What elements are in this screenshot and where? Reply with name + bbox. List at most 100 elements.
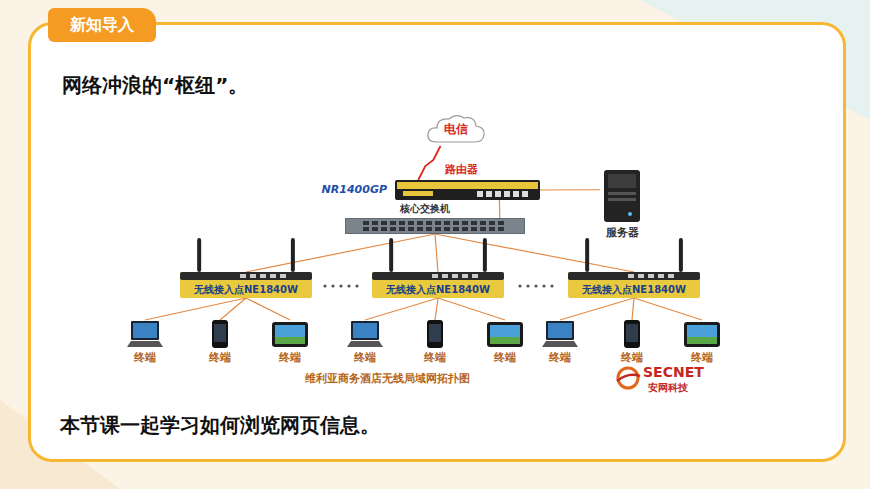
- brand-name-cn: 安网科技: [648, 381, 688, 395]
- connector: [499, 200, 500, 218]
- ap-antennas: [568, 236, 700, 272]
- antenna: [291, 238, 295, 272]
- ap-port: [472, 274, 478, 278]
- antenna: [585, 238, 589, 272]
- connector-line: [560, 298, 634, 320]
- terminal-device: 终端: [123, 320, 167, 348]
- connector-line: [634, 298, 702, 320]
- connector-line: [246, 298, 290, 320]
- switch-port: [489, 227, 495, 231]
- brand-name: SECNET: [643, 364, 704, 380]
- router-port: [486, 191, 492, 197]
- switch-port: [390, 227, 396, 231]
- ap-case: [372, 272, 504, 298]
- tablet-screen: [275, 325, 305, 344]
- ap-port: [648, 274, 654, 278]
- phone-screen: [429, 324, 441, 342]
- slide-title: 网络冲浪的“枢纽”。: [62, 72, 248, 99]
- connector-line: [145, 298, 246, 320]
- ap-port: [638, 274, 644, 278]
- switch-port: [453, 227, 459, 231]
- node-label: 服务器: [606, 226, 639, 240]
- connector-line: [435, 298, 438, 320]
- switch-port: [363, 221, 369, 225]
- antenna: [197, 238, 201, 272]
- server-bay: [608, 198, 636, 201]
- terminal-device: 终端: [343, 320, 387, 348]
- terminal-device: 终端: [538, 320, 582, 348]
- connector: [246, 234, 435, 272]
- switch-port: [435, 227, 441, 231]
- ap-antennas: [372, 236, 504, 272]
- router-port: [513, 191, 519, 197]
- ap-port: [260, 274, 266, 278]
- dot: [323, 284, 326, 287]
- tablet-case: [487, 322, 523, 347]
- tablet-grass: [687, 337, 717, 344]
- connector-line: [220, 298, 246, 320]
- dot: [347, 284, 350, 287]
- isp-cloud: 电信: [425, 112, 487, 146]
- wireless-access-point: 无线接入点NE1840W: [568, 272, 700, 298]
- ap-port: [432, 274, 438, 278]
- ap-case: [568, 272, 700, 298]
- connector: [634, 298, 702, 320]
- phone-screen: [214, 324, 226, 342]
- node-label: 终端: [134, 351, 156, 365]
- router-top-strip: [397, 182, 538, 189]
- switch-port: [426, 221, 432, 225]
- terminal-device: 终端: [413, 320, 457, 348]
- laptop-display: [133, 323, 157, 338]
- terminal-icon: [538, 320, 582, 348]
- terminal-icon: [610, 320, 654, 348]
- connector-line: [435, 234, 438, 272]
- router-badge: [403, 191, 433, 196]
- router-port: [504, 191, 510, 197]
- connector-line: [418, 146, 440, 180]
- dot: [550, 284, 553, 287]
- tablet-screen: [687, 325, 717, 344]
- switch-port: [453, 221, 459, 225]
- logo-swoosh: [617, 375, 640, 381]
- antenna: [389, 238, 393, 272]
- node-label: 核心交换机: [400, 203, 450, 215]
- node-label: 终端: [354, 351, 376, 365]
- dot: [518, 284, 521, 287]
- terminal-device: 终端: [680, 320, 724, 348]
- switch-port: [426, 227, 432, 231]
- ap-port: [452, 274, 458, 278]
- node-label: 终端: [621, 351, 643, 365]
- connector-line: [438, 298, 505, 320]
- switch-port: [498, 221, 504, 225]
- terminal-device: 终端: [198, 320, 242, 348]
- ap-port: [280, 274, 286, 278]
- diagram-subtitle: 维利亚商务酒店无线局域网拓扑图: [305, 371, 470, 386]
- switch-port: [471, 221, 477, 225]
- terminal-icon: [268, 320, 312, 348]
- terminal-device: 终端: [268, 320, 312, 348]
- laptop-display: [548, 323, 572, 338]
- switch-port: [372, 221, 378, 225]
- terminal-icon: [343, 320, 387, 348]
- router-port: [522, 191, 528, 197]
- ap-port: [668, 274, 674, 278]
- router-body: [395, 180, 540, 200]
- switch-port: [408, 221, 414, 225]
- antenna: [679, 238, 683, 272]
- node-label: 终端: [209, 351, 231, 365]
- phone-screen: [626, 324, 638, 342]
- connector-line: [540, 189, 600, 190]
- node-label: 无线接入点NE1840W: [180, 283, 312, 297]
- ap-port: [628, 274, 634, 278]
- laptop-base: [347, 341, 383, 347]
- router-port: [477, 191, 483, 197]
- laptop-screen: [131, 321, 159, 340]
- ap-antennas: [180, 236, 312, 272]
- switch-port: [489, 221, 495, 225]
- slide-caption: 本节课一起学习如何浏览网页信息。: [60, 412, 380, 439]
- switch-port: [444, 221, 450, 225]
- tablet-case: [684, 322, 720, 347]
- server-panel: [608, 174, 636, 188]
- switch-port: [444, 227, 450, 231]
- terminal-device: 终端: [483, 320, 527, 348]
